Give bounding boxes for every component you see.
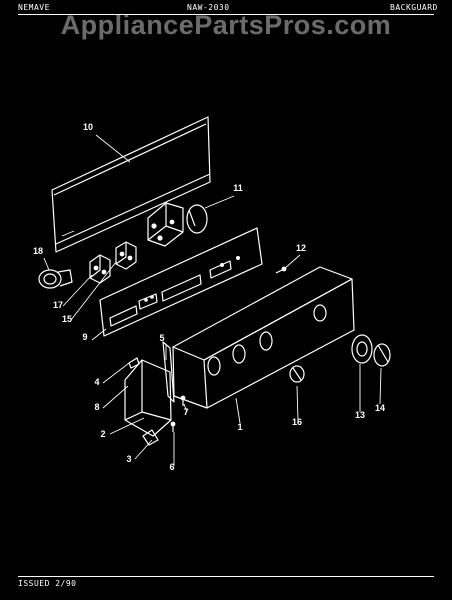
callout-15: 15 — [62, 314, 72, 324]
callout-1: 1 — [237, 422, 242, 432]
callout-11: 11 — [233, 183, 243, 193]
callout-4: 4 — [94, 377, 99, 387]
knob-part — [373, 343, 391, 367]
backguard-housing-part — [172, 266, 355, 409]
rear-panel-part — [51, 116, 211, 253]
callout-17: 17 — [53, 300, 63, 310]
knob-small-part — [289, 365, 305, 383]
issued-label: ISSUED 2/90 — [18, 579, 77, 588]
infinite-switch-part — [89, 241, 137, 284]
knob-ring-part — [351, 334, 373, 364]
callout-2: 2 — [100, 429, 105, 439]
clock-part — [38, 269, 73, 289]
callout-16: 16 — [292, 417, 302, 427]
callout-10: 10 — [83, 122, 93, 132]
control-panel-part — [99, 227, 263, 337]
callout-14: 14 — [375, 403, 385, 413]
screw-part — [170, 266, 287, 432]
callout-7: 7 — [183, 407, 188, 417]
callout-18: 18 — [33, 246, 43, 256]
model-label: NAW-2030 — [187, 3, 230, 12]
brand-label: NEMAVE — [18, 3, 50, 12]
callout-6: 6 — [169, 462, 174, 472]
watermark-text: AppliancePartsPros.com — [60, 10, 392, 40]
end-cap-part — [124, 357, 172, 446]
trim-strip-part — [162, 341, 175, 403]
callout-13: 13 — [355, 410, 365, 420]
section-label: BACKGUARD — [390, 3, 438, 12]
header-rule — [18, 14, 434, 15]
control-module-part — [147, 202, 208, 247]
callout-9: 9 — [82, 332, 87, 342]
callout-8: 8 — [94, 402, 99, 412]
leader-lines — [43, 134, 382, 466]
callout-12: 12 — [296, 243, 306, 253]
callout-5: 5 — [159, 333, 164, 343]
callout-3: 3 — [126, 454, 131, 464]
footer-rule — [18, 576, 434, 577]
